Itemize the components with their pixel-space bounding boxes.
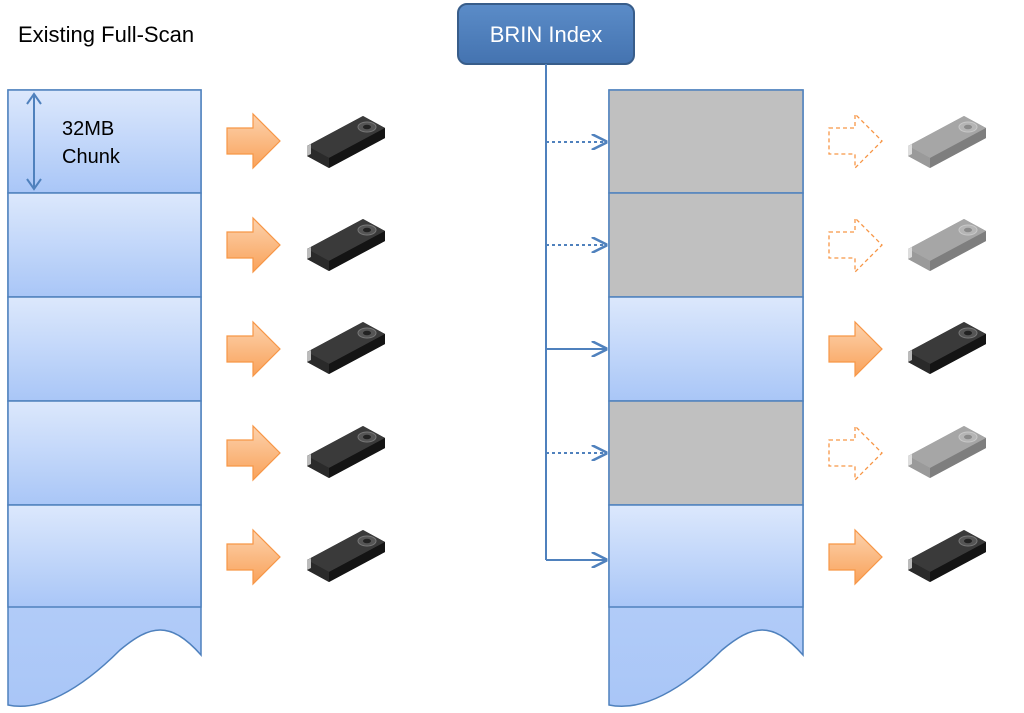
gpu-card-icon	[306, 321, 386, 375]
right-arrow-icon	[226, 528, 281, 586]
gpu-card-icon	[306, 218, 386, 272]
gpu-card-icon	[306, 115, 386, 169]
brin-index-box: BRIN Index	[457, 3, 635, 65]
left-chunk-4	[7, 400, 202, 506]
gpu-card-icon	[306, 529, 386, 583]
right-chunk-5	[608, 504, 804, 608]
right-arrow-icon	[226, 112, 281, 170]
left-arrows	[226, 112, 281, 586]
left-chunk-2	[7, 192, 202, 298]
gpu-card-icon	[907, 115, 987, 169]
gpu-card-icon	[907, 218, 987, 272]
right-gpus	[907, 115, 987, 583]
right-arrow-icon	[828, 528, 883, 586]
gpu-card-icon	[907, 321, 987, 375]
right-chunk-3	[608, 296, 804, 402]
brin-index-label: BRIN Index	[490, 22, 603, 47]
right-arrow-icon	[828, 320, 883, 378]
right-chunk-4-skipped	[608, 400, 804, 506]
right-table-column	[608, 89, 804, 707]
right-arrow-icon	[226, 320, 281, 378]
right-arrows	[828, 112, 883, 586]
left-chunk-3	[7, 296, 202, 402]
right-arrow-icon	[828, 424, 883, 482]
double-arrow-icon	[26, 92, 42, 191]
right-arrow-icon	[828, 216, 883, 274]
right-chunk-1-skipped	[608, 89, 804, 194]
gpu-card-icon	[306, 425, 386, 479]
gpu-card-icon	[907, 425, 987, 479]
right-arrow-icon	[226, 424, 281, 482]
left-chunk-1	[7, 89, 202, 194]
left-title: Existing Full-Scan	[18, 22, 194, 47]
left-table-column	[7, 89, 202, 707]
right-chunk-2-skipped	[608, 192, 804, 298]
chunk-unit-label: Chunk	[62, 146, 121, 168]
chunk-size-label: 32MB	[62, 118, 114, 140]
right-arrow-icon	[226, 216, 281, 274]
right-arrow-icon	[828, 112, 883, 170]
gpu-card-icon	[907, 529, 987, 583]
left-chunk-5	[7, 504, 202, 608]
left-gpus	[306, 115, 386, 583]
